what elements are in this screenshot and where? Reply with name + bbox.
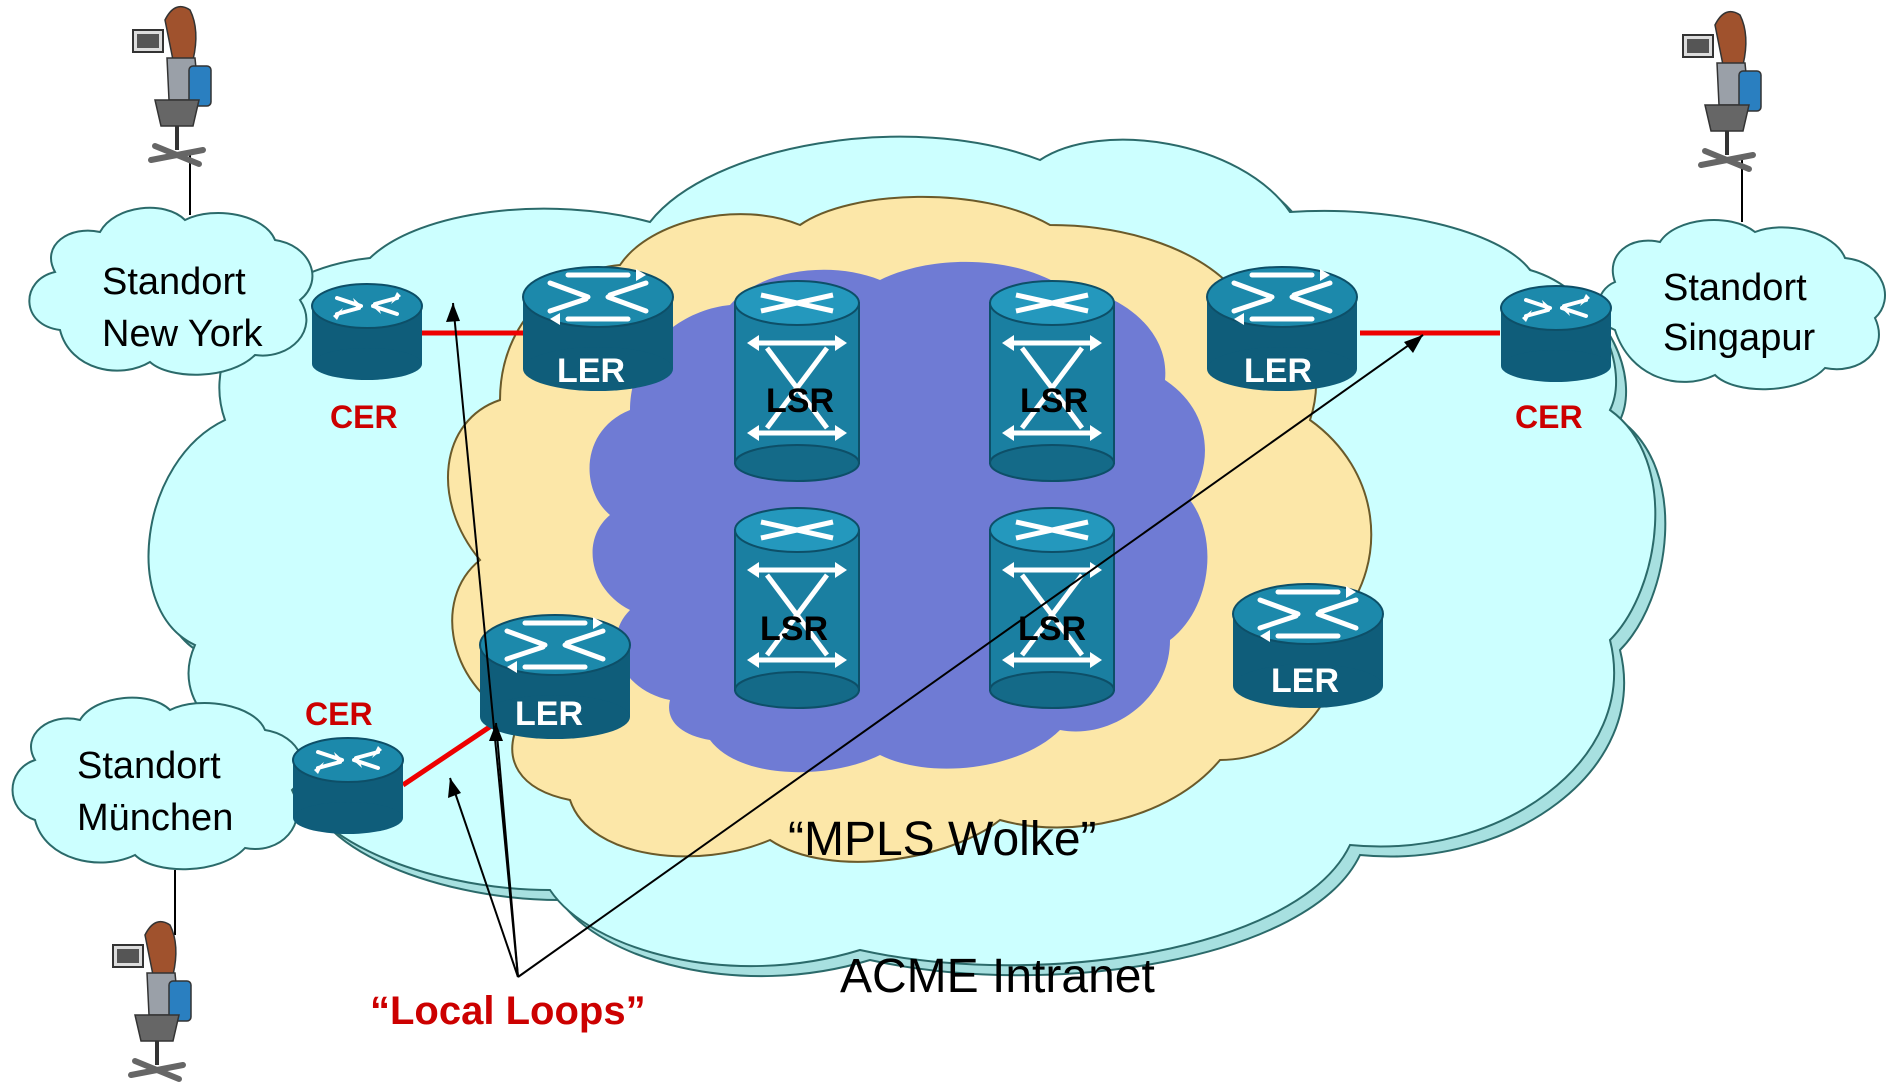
- cer-label-new-york: CER: [330, 399, 398, 435]
- ler-label: LER: [1244, 352, 1312, 390]
- ler-label: LER: [515, 695, 583, 733]
- cer-label-muenchen: CER: [305, 696, 373, 732]
- cer-label-singapur: CER: [1515, 399, 1583, 435]
- lsr-label: LSR: [1020, 382, 1088, 420]
- router-icon: [310, 282, 424, 382]
- local-loop-muenchen: [401, 717, 502, 788]
- site-singapur-line2: Singapur: [1663, 317, 1815, 359]
- user-at-laptop-icon: [1683, 12, 1761, 169]
- local-loops-arrows: [449, 302, 1424, 978]
- label-switch-router-icon: [990, 508, 1114, 708]
- site-cloud-singapur: [1597, 219, 1886, 391]
- label-switch-router-icon: [735, 508, 859, 708]
- lsr-label: LSR: [760, 610, 828, 648]
- ler-label: LER: [1271, 662, 1339, 700]
- user-at-laptop-icon: [133, 7, 211, 164]
- site-cloud-new-york: [28, 206, 314, 376]
- local-loops-label: “Local Loops”: [370, 989, 646, 1033]
- arrowhead: [489, 723, 503, 741]
- arrowhead: [448, 778, 461, 798]
- lsr-label: LSR: [766, 382, 834, 420]
- arrowhead: [446, 303, 460, 322]
- router-icon: [1499, 284, 1613, 384]
- site-singapur-line1: Standort: [1663, 267, 1807, 309]
- label-switch-router-icon: [735, 281, 859, 481]
- site-new-york-line1: Standort: [102, 261, 246, 303]
- site-cloud-muenchen: [11, 696, 304, 871]
- acme-intranet-label: ACME Intranet: [840, 950, 1155, 1003]
- site-new-york-line2: New York: [102, 313, 264, 355]
- label-switch-router-icon: [990, 281, 1114, 481]
- user-at-laptop-icon: [113, 922, 191, 1079]
- lsr-label: LSR: [1018, 610, 1086, 648]
- mpls-cloud-label: “MPLS Wolke”: [788, 813, 1097, 866]
- arrowhead: [1404, 335, 1423, 353]
- ler-label: LER: [557, 352, 625, 390]
- router-icon: [291, 736, 405, 836]
- site-muenchen-line1: Standort: [77, 745, 221, 787]
- site-muenchen-line2: München: [77, 797, 233, 839]
